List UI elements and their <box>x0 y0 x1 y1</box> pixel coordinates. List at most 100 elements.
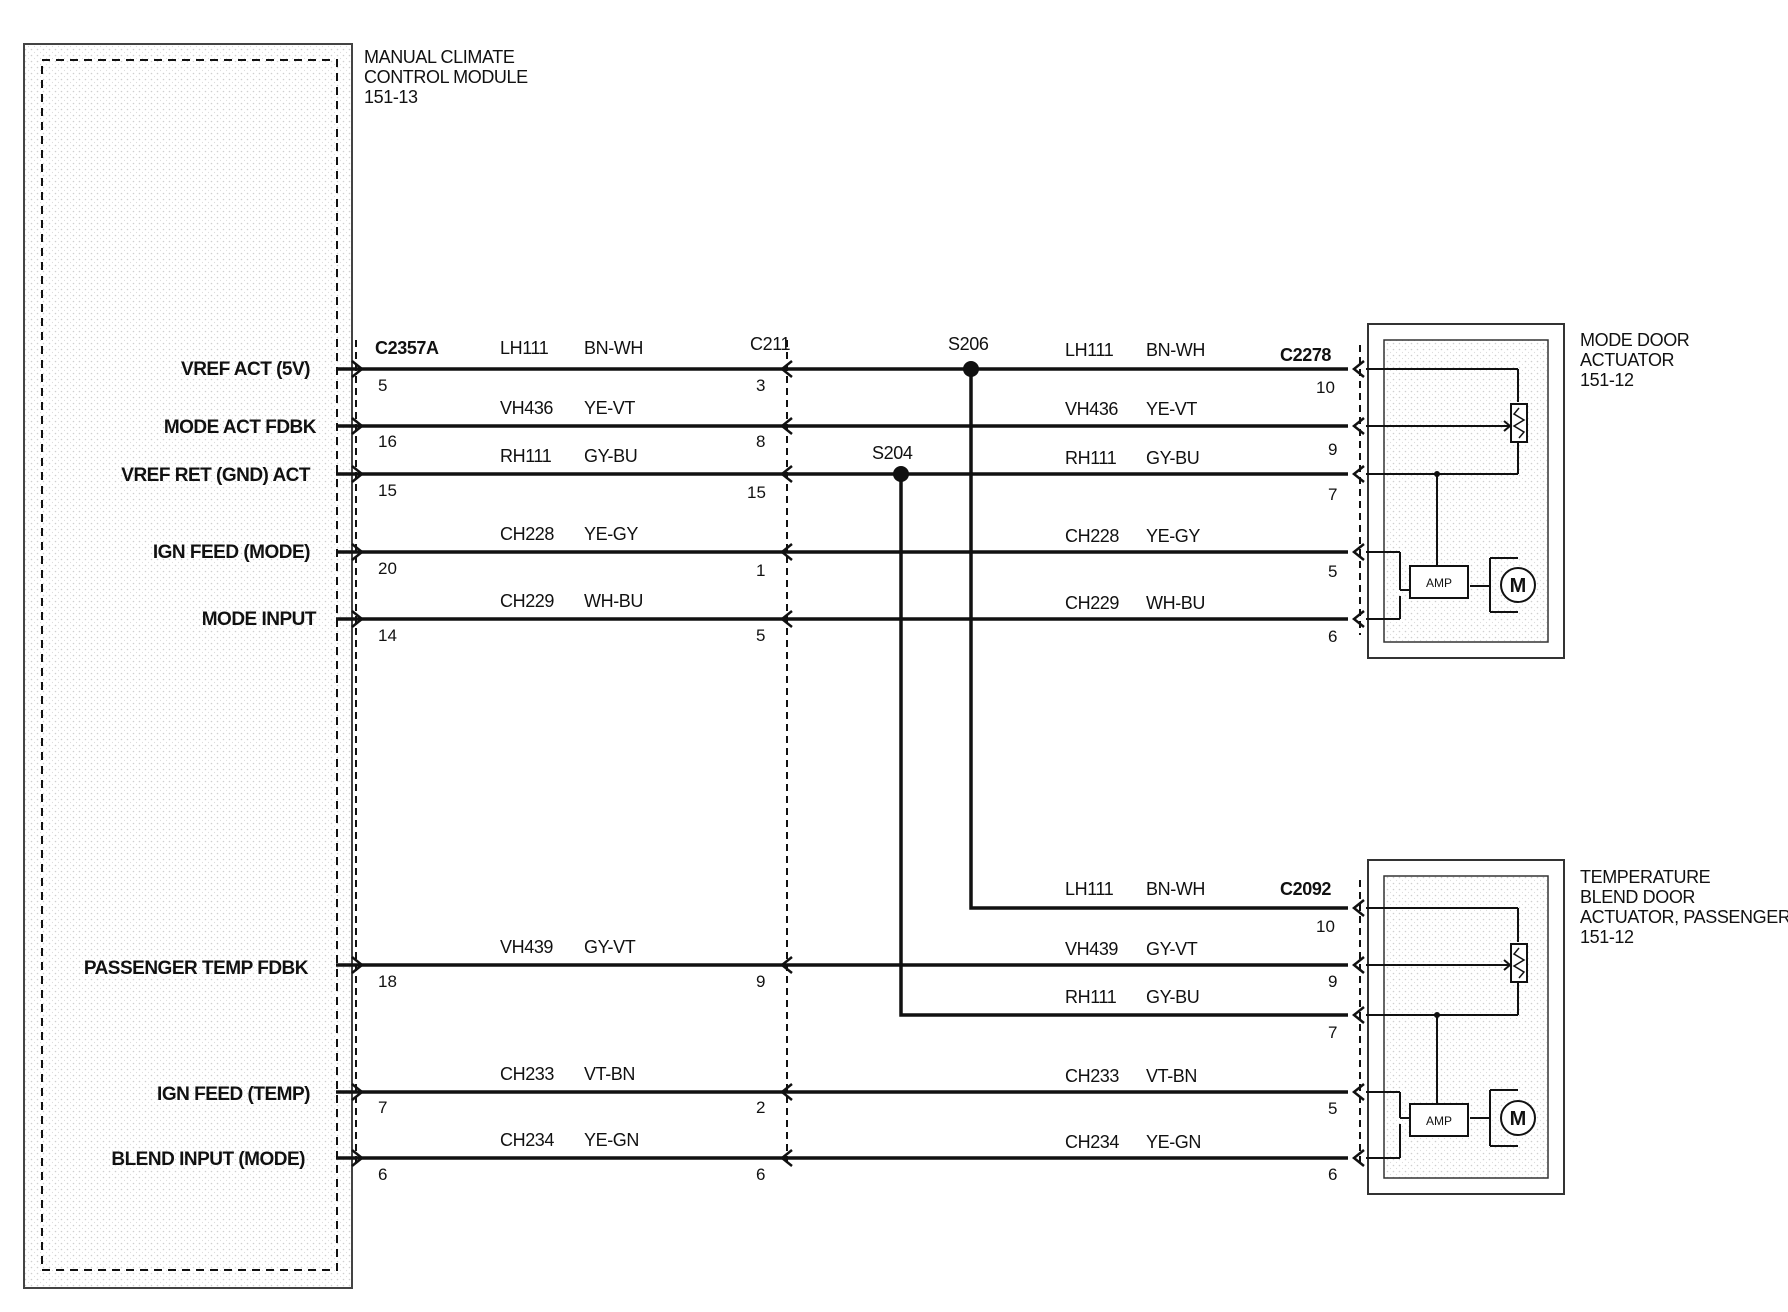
c211-pin-8: 6 <box>756 1165 765 1184</box>
circuit-left-4: CH228 <box>500 524 554 544</box>
mode-door-actuator: AMP M <box>1366 323 1565 659</box>
c211-pin-3: 15 <box>747 483 766 502</box>
circuit-right-5: CH229 <box>1065 593 1119 613</box>
amplifier-icon <box>1409 1103 1469 1137</box>
signal-blend-input-mode: BLEND INPUT (MODE) <box>111 1149 305 1170</box>
c2092-pin-5: 6 <box>1328 1165 1337 1184</box>
c2278-pin-1: 10 <box>1316 378 1335 397</box>
terminal-c211-1 <box>779 360 793 378</box>
terminal-act-6 <box>1351 899 1365 917</box>
color-right-4: YE-GY <box>1146 526 1200 546</box>
signal-passenger-temp-fdbk: PASSENGER TEMP FDBK <box>84 958 309 979</box>
c2092-pin-1: 10 <box>1316 917 1335 936</box>
module-pin-8: 6 <box>378 1165 387 1184</box>
c211-pin-1: 3 <box>756 376 765 395</box>
module-pin-4: 20 <box>378 559 397 578</box>
circuit-left-1: LH111 <box>500 338 549 358</box>
module-pin-7: 7 <box>378 1098 387 1117</box>
terminal-act-4 <box>1351 543 1365 561</box>
signal-vref-act-5v: VREF ACT (5V) <box>181 359 310 380</box>
terminal-mod-5 <box>351 610 365 628</box>
circuit-right-3: RH111 <box>1065 448 1117 468</box>
wire-branch-lh111 <box>969 369 1348 910</box>
color-right-3: GY-BU <box>1146 448 1199 468</box>
terminal-act-5 <box>1351 610 1365 628</box>
circuit-branch-2: RH111 <box>1065 987 1117 1007</box>
motor-icon <box>1500 567 1536 603</box>
terminal-mod-7 <box>351 1083 365 1101</box>
color-left-4: YE-GY <box>584 524 638 544</box>
splice-s206-label: S206 <box>948 334 989 354</box>
terminal-c211-8 <box>779 1149 793 1167</box>
terminal-mod-4 <box>351 543 365 561</box>
module-pin-2: 16 <box>378 432 397 451</box>
color-branch-1: BN-WH <box>1146 879 1205 899</box>
circuit-right-6: VH439 <box>1065 939 1118 959</box>
wires <box>336 367 1348 1160</box>
terminal-c211-3 <box>779 465 793 483</box>
terminal-mod-1 <box>351 360 365 378</box>
c2092-pin-4: 5 <box>1328 1099 1337 1118</box>
c2278-pin-5: 6 <box>1328 627 1337 646</box>
circuit-right-7: CH233 <box>1065 1066 1119 1086</box>
motor-label-mode: M <box>1510 575 1527 597</box>
terminal-act-10 <box>1351 1149 1365 1167</box>
connector-terminals <box>351 360 1365 1167</box>
c2278-label: C2278 <box>1280 345 1331 365</box>
temp-actuator-title-4: 151-12 <box>1580 927 1634 947</box>
color-right-7: VT-BN <box>1146 1066 1197 1086</box>
circuit-left-3: RH111 <box>500 446 552 466</box>
terminal-act-7 <box>1351 956 1365 974</box>
color-right-8: YE-GN <box>1146 1132 1201 1152</box>
color-left-8: YE-GN <box>584 1130 639 1150</box>
splice-s206 <box>963 361 979 377</box>
circuit-left-2: VH436 <box>500 398 553 418</box>
c2092-label: C2092 <box>1280 879 1331 899</box>
signal-mode-input: MODE INPUT <box>202 609 317 630</box>
circuit-left-5: CH229 <box>500 591 554 611</box>
module-title-line-1: MANUAL CLIMATE <box>364 47 515 67</box>
splice-s204-label: S204 <box>872 443 913 463</box>
mode-actuator-title-1: MODE DOOR <box>1580 330 1690 350</box>
signal-ign-feed-temp: IGN FEED (TEMP) <box>157 1084 310 1105</box>
module-title-line-2: CONTROL MODULE <box>364 67 528 87</box>
temp-actuator-title-1: TEMPERATURE <box>1580 867 1711 887</box>
terminal-mod-8 <box>351 1149 365 1167</box>
color-right-6: GY-VT <box>1146 939 1198 959</box>
mode-actuator-title-3: 151-12 <box>1580 370 1634 390</box>
terminal-c211-2 <box>779 417 793 435</box>
terminal-mod-3 <box>351 465 365 483</box>
temp-actuator-title-3: ACTUATOR, PASSENGER <box>1580 907 1788 927</box>
terminal-act-1 <box>1351 360 1365 378</box>
module-pin-5: 14 <box>378 626 397 645</box>
color-left-6: GY-VT <box>584 937 636 957</box>
circuit-left-6: VH439 <box>500 937 553 957</box>
circuit-left-7: CH233 <box>500 1064 554 1084</box>
motor-icon <box>1500 1100 1536 1136</box>
terminal-c211-5 <box>779 610 793 628</box>
c211-connector-label: C211 <box>750 334 790 354</box>
color-right-5: WH-BU <box>1146 593 1205 613</box>
mode-actuator-title-2: ACTUATOR <box>1580 350 1675 370</box>
climate-control-module <box>23 43 353 1289</box>
terminal-mod-2 <box>351 417 365 435</box>
c2278-pin-3: 7 <box>1328 485 1337 504</box>
wire-branch-rh111 <box>899 474 1348 1017</box>
color-left-3: GY-BU <box>584 446 637 466</box>
terminal-act-3 <box>1351 465 1365 483</box>
signal-vref-ret-gnd-act: VREF RET (GND) ACT <box>121 465 311 486</box>
color-left-5: WH-BU <box>584 591 643 611</box>
temp-actuator-title-2: BLEND DOOR <box>1580 887 1695 907</box>
module-pin-1: 5 <box>378 376 387 395</box>
circuit-right-4: CH228 <box>1065 526 1119 546</box>
c2278-pin-2: 9 <box>1328 440 1337 459</box>
terminal-c211-7 <box>779 1083 793 1101</box>
circuit-right-1: LH111 <box>1065 340 1114 360</box>
module-connector-label: C2357A <box>375 338 439 358</box>
terminal-mod-6 <box>351 956 365 974</box>
circuit-left-8: CH234 <box>500 1130 554 1150</box>
c211-pin-7: 2 <box>756 1098 765 1117</box>
module-pin-6: 18 <box>378 972 397 991</box>
c211-pin-2: 8 <box>756 432 765 451</box>
